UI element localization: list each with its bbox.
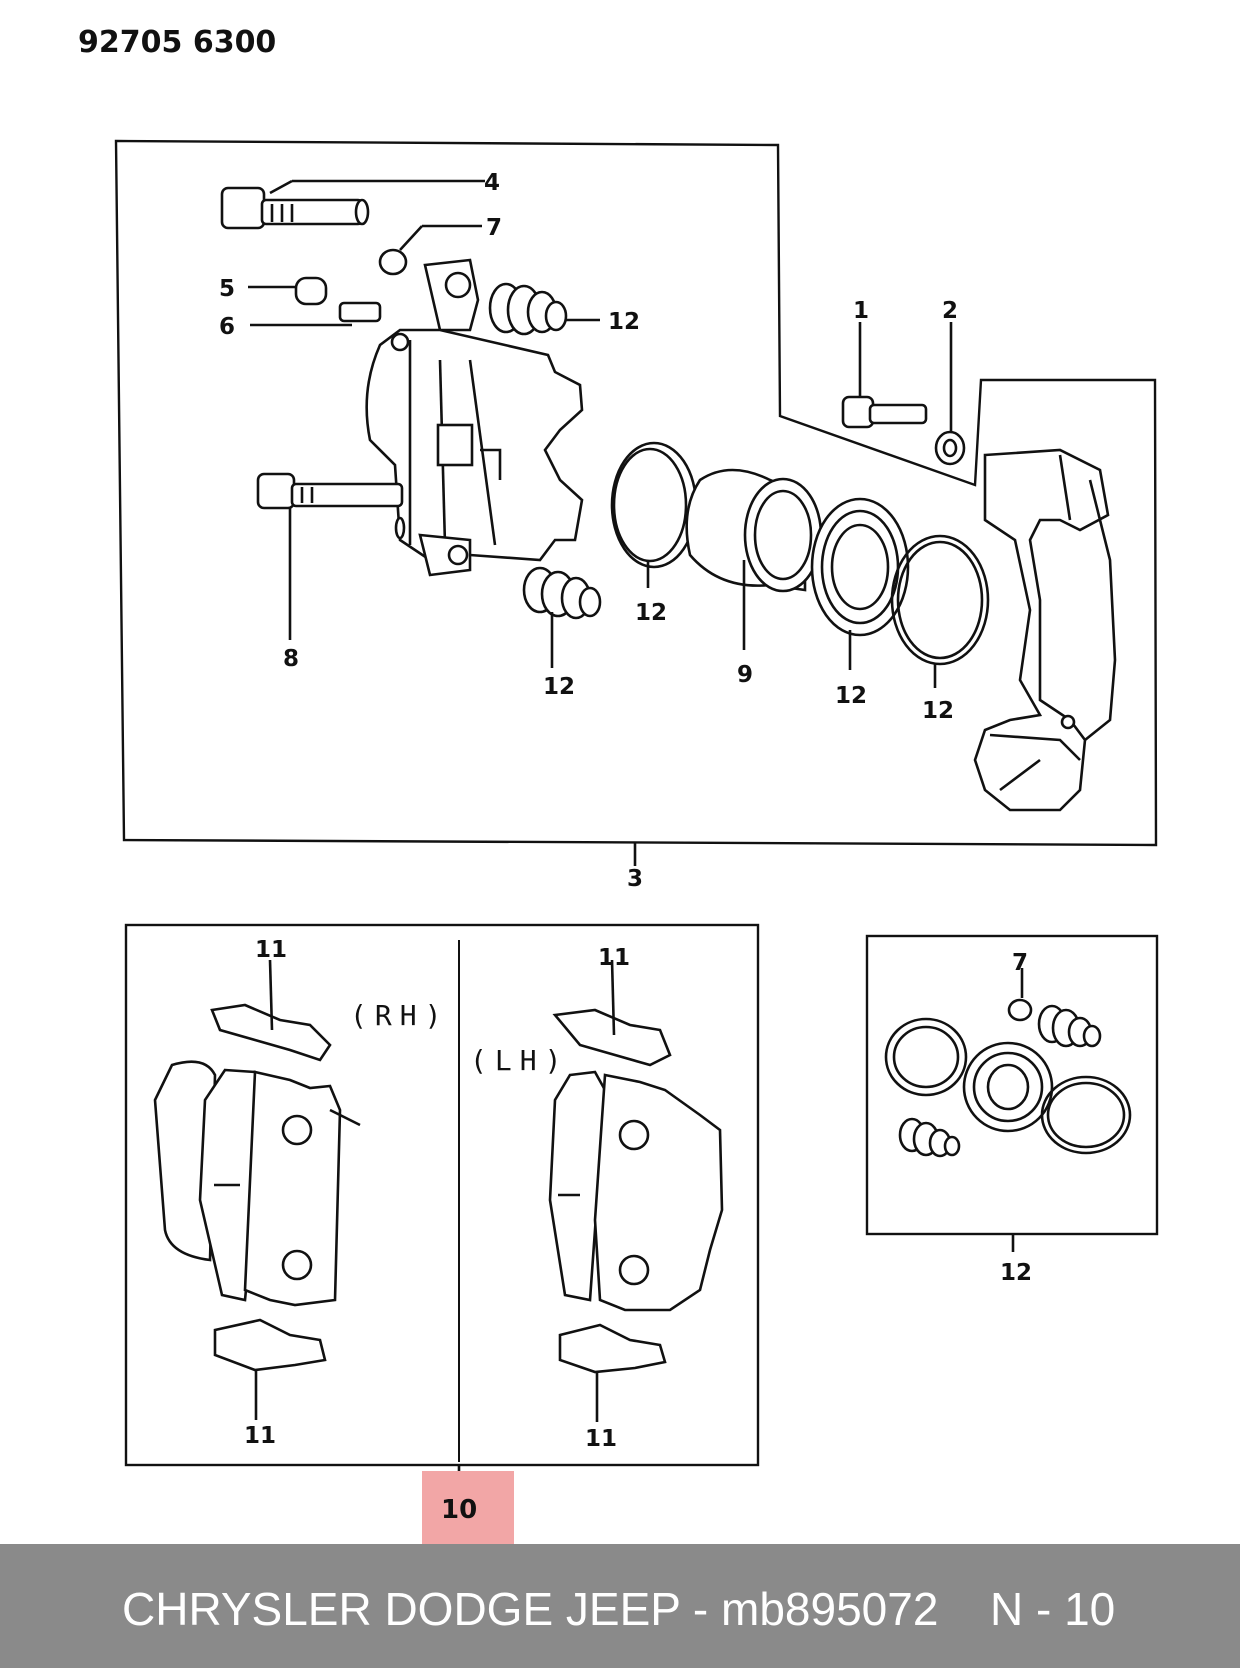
callout-7-kit: 7 — [1012, 950, 1028, 976]
dust-cap-7 — [378, 224, 482, 276]
caliper-support-bracket — [973, 448, 1117, 812]
lh-clip-bottom — [558, 1323, 667, 1422]
footer-bar: CHRYSLER DODGE JEEP - mb895072 N - 10 — [0, 1544, 1240, 1668]
guide-bolt-4 — [220, 179, 485, 230]
callout-3: 3 — [627, 866, 643, 892]
washer-2 — [934, 322, 966, 466]
side-label-lh: (LH) — [470, 1044, 569, 1077]
piston-seal — [810, 497, 910, 670]
footer-page-number: N - 10 — [990, 1583, 1116, 1635]
callout-9: 9 — [737, 662, 753, 688]
retaining-ring-right — [890, 534, 990, 688]
boot-lower — [522, 566, 602, 668]
guide-pin-8 — [256, 472, 406, 640]
callout-12-seal: 12 — [835, 683, 867, 709]
kit-parts — [884, 968, 1132, 1252]
callout-11-rh-bottom: 11 — [244, 1423, 276, 1449]
rh-clip-top — [210, 959, 332, 1062]
retaining-ring-left — [610, 441, 698, 588]
callout-12-left-ring: 12 — [635, 600, 667, 626]
callout-10: 10 — [441, 1495, 477, 1525]
document-code: 92705 6300 — [78, 25, 276, 60]
mounting-bolt-1 — [841, 322, 928, 429]
bleeder-screw-6 — [250, 301, 382, 327]
lh-brake-pads — [548, 1070, 724, 1312]
piston-9 — [685, 468, 823, 650]
callout-7: 7 — [486, 215, 502, 241]
callout-4: 4 — [484, 170, 500, 196]
callout-6: 6 — [219, 314, 235, 340]
callout-12-lower-boot: 12 — [543, 674, 575, 700]
caliper-body — [365, 258, 584, 577]
side-label-rh: (RH) — [350, 999, 449, 1032]
callout-12-kit: 12 — [1000, 1260, 1032, 1286]
bleeder-cap-5 — [248, 276, 328, 306]
callout-5: 5 — [219, 276, 235, 302]
brake-caliper-exploded-diagram: 92705 6300 4 7 5 6 12 — [78, 25, 1159, 1544]
callout-11-lh-bottom: 11 — [585, 1426, 617, 1452]
callout-1: 1 — [853, 298, 869, 324]
callout-8: 8 — [283, 646, 299, 672]
callout-12-right-ring: 12 — [922, 698, 954, 724]
boot-upper — [488, 282, 600, 336]
footer-title: CHRYSLER DODGE JEEP - mb895072 — [122, 1583, 939, 1635]
callout-10-highlight — [422, 1471, 514, 1544]
callout-12-upper-boot: 12 — [608, 309, 640, 335]
lh-clip-top — [552, 959, 672, 1067]
callout-11-rh-top: 11 — [255, 937, 287, 963]
rh-clip-bottom — [213, 1318, 327, 1420]
rh-brake-pads — [153, 1060, 361, 1307]
callout-11-lh-top: 11 — [598, 945, 630, 971]
callout-2: 2 — [942, 298, 958, 324]
brake-pad-box — [124, 923, 760, 1467]
caliper-assembly-box — [114, 139, 1158, 847]
